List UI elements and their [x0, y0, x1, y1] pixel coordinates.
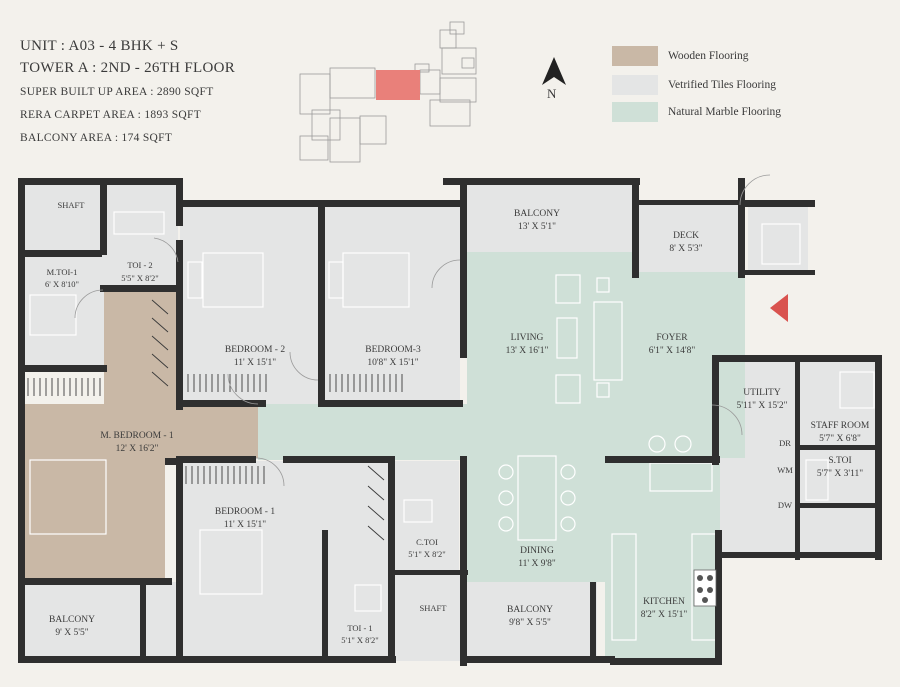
label-staffroom-dim: 5'7" X 6'8" [819, 434, 861, 444]
label-ctoi-dim: 5'1" X 8'2" [408, 549, 445, 559]
super-built-up-area: SUPER BUILT UP AREA : 2890 SQFT [20, 86, 214, 98]
legend-label-vetrified: Vetrified Tiles Flooring [668, 79, 776, 91]
label-shaft-top: SHAFT [58, 200, 86, 210]
label-foyer-name: FOYER [656, 333, 688, 343]
unit-title: UNIT : A03 - 4 BHK + S [20, 38, 179, 54]
key-plan-highlight-unit [376, 70, 420, 100]
label-living-name: LIVING [511, 333, 544, 343]
label-mbedroom-dim: 12' X 16'2" [116, 444, 159, 454]
label-balcony-bottom-dim: 9'8" X 5'5" [509, 618, 551, 628]
label-stoi-dim: 5'7" X 3'11" [817, 469, 863, 479]
label-ctoi-name: C.TOI [416, 537, 438, 547]
legend-item-wooden: Wooden Flooring [612, 45, 749, 67]
legend-label-wooden: Wooden Flooring [668, 50, 749, 62]
door-swings [74, 174, 771, 487]
label-bedroom3-dim: 10'8" X 15'1" [367, 358, 418, 368]
room-labels: SHAFT TOI - 2 5'5" X 8'2" M.TOI-1 6' X 8… [45, 200, 870, 645]
label-balcony-left-dim: 9' X 5'5" [55, 628, 88, 638]
label-bedroom3-name: BEDROOM-3 [365, 345, 421, 355]
label-utility-dim: 5'11" X 15'2" [737, 401, 788, 411]
label-wm: WM [777, 465, 793, 475]
label-bedroom1-dim: 11' X 15'1" [224, 520, 266, 530]
label-kitchen-dim: 8'2" X 15'1" [641, 610, 688, 620]
label-dining-name: DINING [520, 546, 554, 556]
north-label: N [547, 86, 557, 101]
label-dw: DW [778, 500, 792, 510]
legend-label-marble: Natural Marble Flooring [668, 106, 782, 118]
label-bedroom2-dim: 11' X 15'1" [234, 358, 276, 368]
rera-carpet-area: RERA CARPET AREA : 1893 SQFT [20, 109, 202, 121]
label-toi2-name: TOI - 2 [127, 260, 152, 270]
key-plan [299, 21, 477, 163]
entry-arrow-icon [770, 294, 788, 322]
legend-swatch-marble [612, 102, 658, 122]
label-foyer-dim: 6'1" X 14'8" [649, 346, 696, 356]
legend-swatch-vetrified [612, 75, 658, 95]
label-staffroom-name: STAFF ROOM [811, 421, 870, 431]
label-kitchen-name: KITCHEN [643, 597, 685, 607]
walls [18, 178, 882, 666]
label-balcony-top-dim: 13' X 5'1" [518, 222, 556, 232]
furniture [29, 211, 875, 641]
label-bedroom1-name: BEDROOM - 1 [215, 507, 275, 517]
label-toi1-name: TOI - 1 [347, 623, 372, 633]
label-balcony-bottom-name: BALCONY [507, 605, 553, 615]
label-mtoi1-name: M.TOI-1 [47, 267, 78, 277]
legend-item-vetrified: Vetrified Tiles Flooring [612, 74, 776, 96]
wardrobes [27, 299, 403, 541]
label-living-dim: 13' X 16'1" [506, 346, 549, 356]
label-stoi-name: S.TOI [828, 456, 851, 466]
legend-item-marble: Natural Marble Flooring [612, 101, 781, 123]
floor-fills [22, 182, 880, 661]
label-mtoi1-dim: 6' X 8'10" [45, 279, 79, 289]
kitchen-hob-icon [693, 569, 717, 607]
label-dr: DR [779, 438, 791, 448]
label-toi2-dim: 5'5" X 8'2" [121, 273, 158, 283]
balcony-area: BALCONY AREA : 174 SQFT [20, 132, 173, 144]
label-mbedroom-name: M. BEDROOM - 1 [100, 431, 174, 441]
label-deck-dim: 8' X 5'3" [669, 244, 702, 254]
label-bedroom2-name: BEDROOM - 2 [225, 345, 285, 355]
label-balcony-left-name: BALCONY [49, 615, 95, 625]
label-dining-dim: 11' X 9'8" [518, 559, 556, 569]
label-shaft-bottom: SHAFT [420, 603, 448, 613]
legend-swatch-wooden [612, 46, 658, 66]
label-deck-name: DECK [673, 231, 699, 241]
label-utility-name: UTILITY [743, 388, 781, 398]
label-balcony-top-name: BALCONY [514, 209, 560, 219]
north-compass-icon [542, 57, 566, 85]
tower-floor: TOWER A : 2ND - 26TH FLOOR [20, 60, 236, 76]
label-toi1-dim: 5'1" X 8'2" [341, 635, 378, 645]
